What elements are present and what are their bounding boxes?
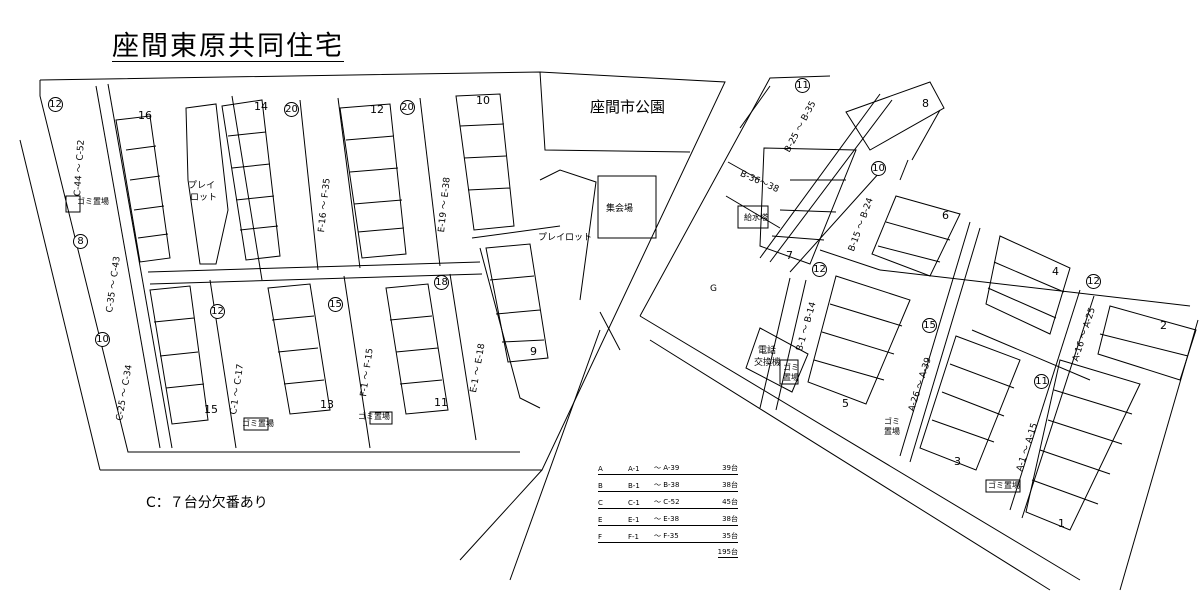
building-number: 16 bbox=[138, 109, 152, 122]
roads-left bbox=[95, 83, 597, 449]
capacity-circle: 11 bbox=[795, 78, 810, 93]
capacity-circle: 10 bbox=[95, 332, 110, 347]
park-label: 座間市公園 bbox=[590, 98, 666, 116]
summary-row: F F-1 ～ F-35 35台 bbox=[598, 526, 738, 543]
capacity-circle: 20 bbox=[400, 100, 415, 115]
building-number: 15 bbox=[204, 403, 218, 416]
facilities-geometry bbox=[65, 103, 1021, 493]
summary-block: E bbox=[598, 516, 603, 524]
building-number: 2 bbox=[1160, 319, 1167, 332]
garbage-area-label-a: ゴミ bbox=[884, 417, 900, 426]
summary-count: 45台 bbox=[722, 498, 738, 506]
summary-range-from: A-1 bbox=[628, 465, 640, 473]
garbage-area-label-b: 置場 bbox=[783, 373, 799, 382]
summary-block: C bbox=[598, 499, 603, 507]
summary-range-from: F-1 bbox=[628, 533, 640, 541]
garbage-area-label-a: ゴミ bbox=[783, 363, 799, 372]
phone-exchange-label-1: 電話 bbox=[758, 346, 777, 356]
play-lot-left-label-1: プレイ bbox=[188, 181, 216, 191]
garbage-area-label: ゴミ置場 bbox=[988, 481, 1020, 490]
building-number: 14 bbox=[254, 100, 268, 113]
building-number: 10 bbox=[476, 94, 490, 107]
summary-total: 195台 bbox=[717, 548, 738, 558]
garbage-area-label: ゴミ置場 bbox=[77, 197, 109, 206]
phone-exchange-label-2: 交換機 bbox=[754, 358, 782, 368]
capacity-circle: 10 bbox=[871, 161, 886, 176]
capacity-circle: 15 bbox=[328, 297, 343, 312]
building-number: 4 bbox=[1052, 265, 1059, 278]
summary-range-to: ～ F-35 bbox=[654, 532, 679, 540]
capacity-circle: 15 bbox=[922, 318, 937, 333]
building-number: 7 bbox=[786, 249, 793, 262]
garbage-area-label-b: 置場 bbox=[884, 427, 900, 436]
capacity-circle: 12 bbox=[812, 262, 827, 277]
summary-range-from: C-1 bbox=[628, 499, 640, 507]
buildings-geometry bbox=[115, 81, 1197, 531]
garbage-area-label: ゴミ置場 bbox=[358, 412, 390, 421]
building-number: 13 bbox=[320, 398, 334, 411]
summary-block: B bbox=[598, 482, 603, 490]
missing-numbers-note: C：７台分欠番あり bbox=[146, 495, 268, 511]
summary-range-from: B-1 bbox=[628, 482, 640, 490]
page-title: 座間東原共同住宅 bbox=[112, 31, 344, 62]
capacity-circle: 12 bbox=[1086, 274, 1101, 289]
summary-range-to: ～ C-52 bbox=[654, 498, 680, 506]
roads-right bbox=[725, 85, 1191, 519]
capacity-circle: 20 bbox=[284, 102, 299, 117]
building-number: 1 bbox=[1058, 517, 1065, 530]
summary-count: 39台 bbox=[722, 464, 738, 472]
capacity-circle: 11 bbox=[1034, 374, 1049, 389]
capacity-circle: 18 bbox=[434, 275, 449, 290]
building-number: 5 bbox=[842, 397, 849, 410]
summary-range-to: ～ E-38 bbox=[654, 515, 680, 523]
summary-row: E E-1 ～ E-38 38台 bbox=[598, 509, 738, 526]
building-number: 9 bbox=[530, 345, 537, 358]
capacity-circle: 8 bbox=[73, 234, 88, 249]
summary-total-row: 195台 bbox=[598, 543, 738, 558]
parking-summary-table: A A-1 ～ A-39 39台 B B-1 ～ B-38 38台 C C-1 … bbox=[598, 458, 738, 558]
summary-range-from: E-1 bbox=[628, 516, 640, 524]
building-number: 3 bbox=[954, 455, 961, 468]
g-area-label: G bbox=[710, 284, 717, 294]
summary-count: 38台 bbox=[722, 481, 738, 489]
play-lot-left-label-2: ロット bbox=[190, 193, 218, 203]
summary-block: F bbox=[598, 533, 603, 541]
summary-range-to: ～ B-38 bbox=[654, 481, 680, 489]
summary-block: A bbox=[598, 465, 603, 473]
capacity-circle: 12 bbox=[210, 304, 225, 319]
building-number: 12 bbox=[370, 103, 384, 116]
summary-range-to: ～ A-39 bbox=[654, 464, 680, 472]
building-number: 6 bbox=[942, 209, 949, 222]
summary-row: A A-1 ～ A-39 39台 bbox=[598, 458, 738, 475]
meeting-hall-label: 集会場 bbox=[606, 204, 634, 214]
water-tower-label: 給水塔 bbox=[744, 213, 768, 222]
summary-count: 35台 bbox=[722, 532, 738, 540]
capacity-circle: 12 bbox=[48, 97, 63, 112]
summary-row: C C-1 ～ C-52 45台 bbox=[598, 492, 738, 509]
garbage-area-label: ゴミ置場 bbox=[242, 419, 274, 428]
summary-row: B B-1 ～ B-38 38台 bbox=[598, 475, 738, 492]
summary-count: 38台 bbox=[722, 515, 738, 523]
play-lot-center-label: プレイロット bbox=[538, 233, 593, 243]
building-number: 11 bbox=[434, 396, 448, 409]
building-number: 8 bbox=[922, 97, 929, 110]
